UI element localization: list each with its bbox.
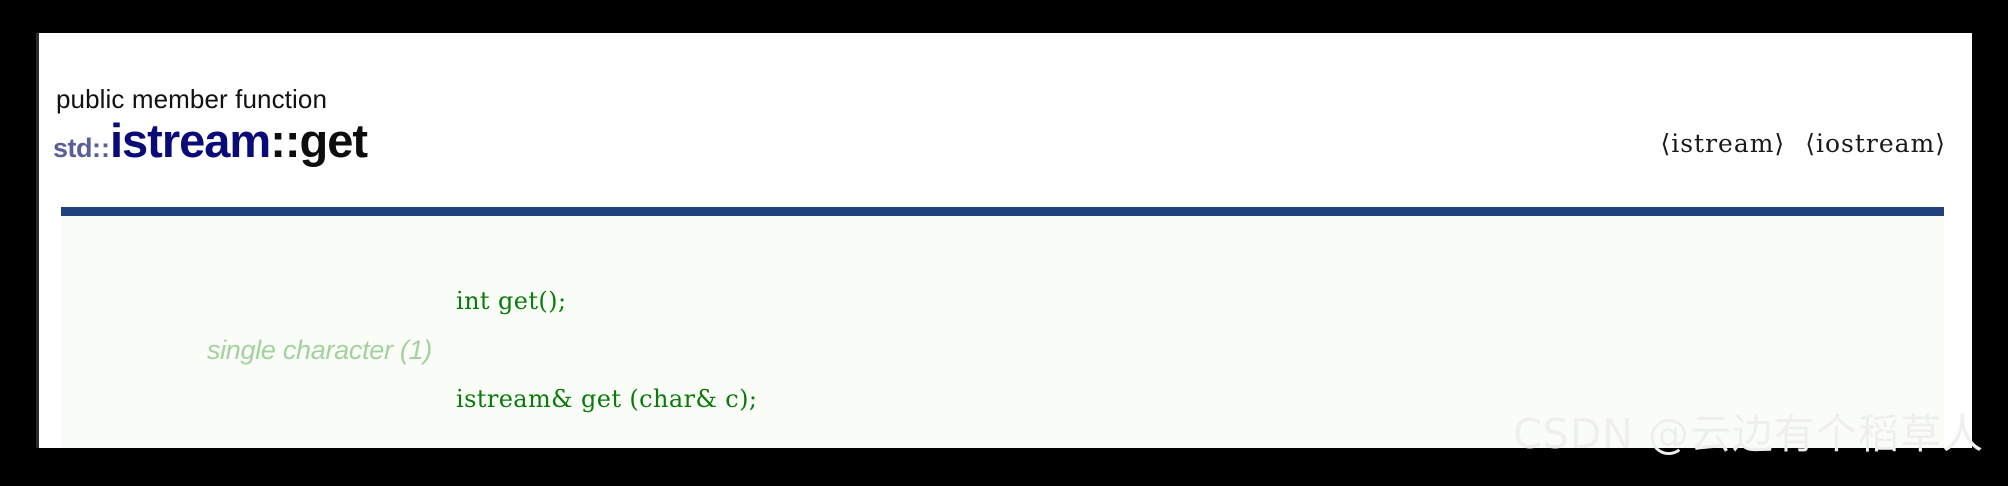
table-row: single character (1) int get(); istream&…	[61, 216, 1944, 448]
title-namespace-separator: ::	[92, 133, 110, 163]
csdn-watermark: CSDN @云边有个稻草人	[1513, 410, 1984, 458]
title-class: istream	[109, 114, 271, 167]
title-namespace: std	[53, 133, 93, 163]
header-includes: ⟨istream⟩ ⟨iostream⟩	[1660, 129, 1946, 158]
title-class-separator: ::	[270, 114, 300, 167]
page-title: std::istream::get	[53, 114, 368, 167]
header-include-istream[interactable]: ⟨istream⟩	[1660, 129, 1786, 158]
function-kind-label: public member function	[56, 84, 327, 114]
header-include-iostream[interactable]: ⟨iostream⟩	[1805, 129, 1946, 158]
code-line: istream& get (char& c);	[456, 385, 758, 414]
document-page: public member function std::istream::get…	[36, 33, 1972, 448]
signature-label: single character (1)	[206, 335, 432, 365]
title-function: get	[299, 114, 368, 167]
signature-code: int get(); istream& get (char& c);	[456, 216, 1944, 448]
code-line: int get();	[456, 287, 567, 316]
signature-table: single character (1) int get(); istream&…	[61, 216, 1944, 448]
document-header: public member function std::istream::get…	[39, 33, 1972, 203]
title-divider-rule	[61, 207, 1944, 216]
